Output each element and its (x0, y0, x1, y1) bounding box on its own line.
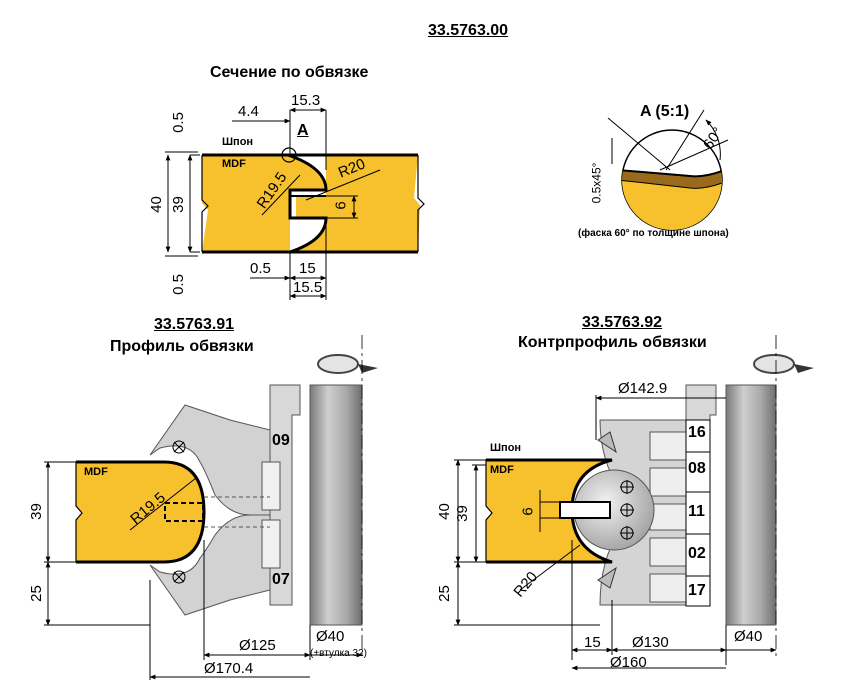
section-h39: 39 (169, 196, 187, 213)
profile-title: Профиль обвязки (110, 338, 254, 355)
counter-mdf-label: MDF (490, 464, 514, 476)
section-dim-bottom-side: 0.5 (169, 274, 187, 295)
counter-code: 33.5763.92 (582, 314, 663, 331)
profile-knife-bottom-label: 07 (272, 571, 290, 588)
section-h40: 40 (147, 196, 165, 213)
profile-shaft (309, 384, 363, 626)
counter-knife-02: 02 (688, 545, 706, 562)
profile-d170: Ø170.4 (204, 660, 254, 677)
profile-mdf-label: MDF (84, 466, 108, 478)
section-dim-155: 15.5 (293, 279, 323, 296)
profile-d40: Ø40 (316, 628, 345, 645)
counter-knife-08: 08 (688, 460, 706, 477)
counter-tool-drawing (454, 335, 814, 671)
profile-knife-top-label: 09 (272, 432, 290, 449)
counter-d40: Ø40 (734, 628, 763, 645)
section-dim-05: 0.5 (250, 260, 271, 277)
profile-d125: Ø125 (239, 637, 276, 654)
section-dim-153: 15.3 (291, 92, 321, 109)
section-detail-mark: A (297, 122, 309, 139)
section-drawing (165, 107, 425, 300)
section-dim-top-left: 0.5 (169, 112, 187, 133)
section-dim-44: 4.4 (238, 103, 259, 120)
section-groove: 6 (332, 201, 350, 210)
counter-shaft (725, 384, 777, 626)
counter-h40: 40 (435, 503, 453, 520)
counter-d15: 15 (584, 634, 601, 651)
section-mdf-left (202, 155, 326, 252)
counter-veneer-label: Шпон (490, 442, 522, 454)
profile-screw-bottom (172, 570, 186, 584)
counter-h39: 39 (453, 505, 471, 522)
detail-chamfer: 0.5x45° (589, 162, 604, 204)
counter-d142: Ø142.9 (618, 380, 668, 397)
section-veneer-label: Шпон (222, 136, 254, 148)
counter-h25: 25 (435, 585, 453, 602)
profile-knife-bottom (149, 514, 271, 616)
counter-knife-11: 11 (688, 503, 705, 520)
section-mdf-label: MDF (222, 158, 246, 170)
profile-tool-drawing (44, 335, 378, 680)
counter-d160: Ø160 (610, 654, 647, 671)
profile-screw-top (172, 440, 186, 454)
counter-rotation-icon (753, 354, 814, 374)
counter-knife-17: 17 (688, 582, 706, 599)
section-dim-15: 15 (299, 260, 316, 277)
counter-d130: Ø130 (632, 634, 669, 651)
counter-knife-16: 16 (688, 424, 706, 441)
profile-h39: 39 (27, 503, 45, 520)
profile-code: 33.5763.91 (154, 316, 235, 333)
section-title: Сечение по обвязке (210, 64, 369, 81)
counter-knife-labels (685, 419, 711, 607)
profile-h25: 25 (27, 585, 45, 602)
profile-rotation-icon (317, 354, 378, 374)
detail-title: A (5:1) (640, 103, 690, 120)
counter-groove: 6 (519, 507, 537, 516)
main-title: 33.5763.00 (428, 22, 509, 39)
profile-sleeve: (+втулка 32) (310, 648, 367, 659)
detail-note: (фаска 60° по толщине шпона) (578, 228, 729, 239)
counter-title: Контрпрофиль обвязки (518, 334, 707, 351)
